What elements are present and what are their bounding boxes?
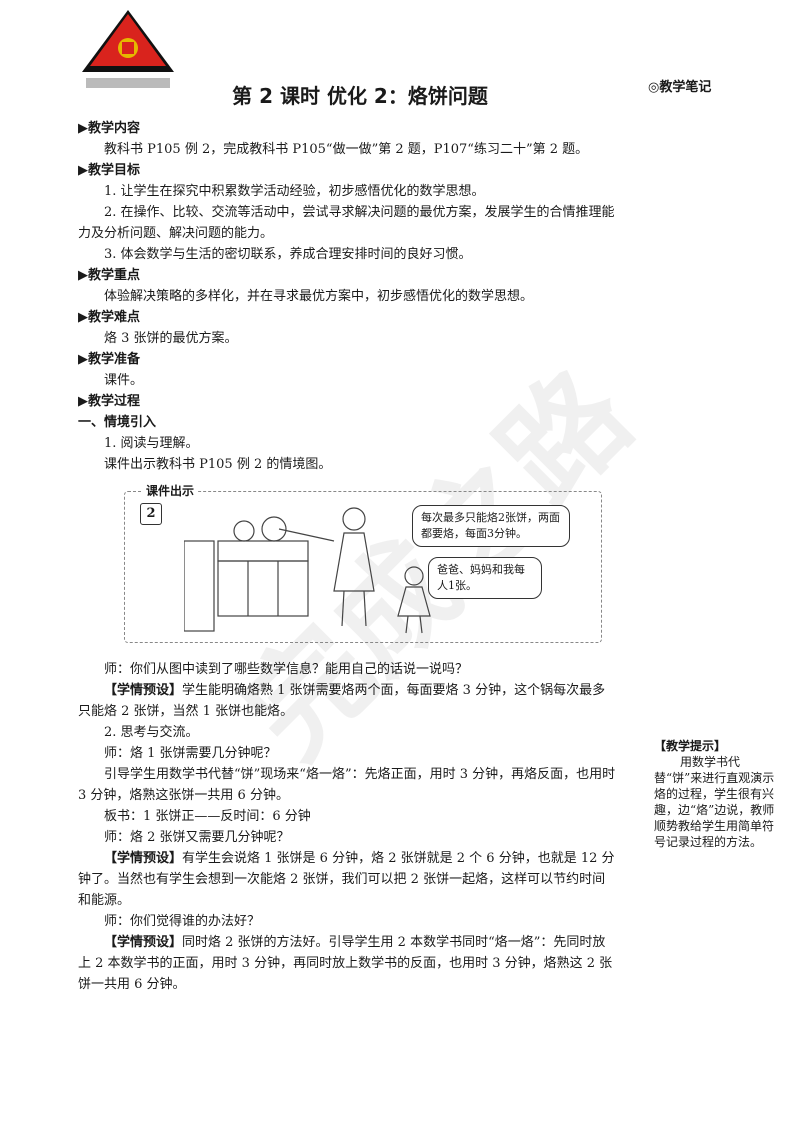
step-1-text: 课件出示教科书 P105 例 2 的情境图。 bbox=[104, 457, 332, 472]
goal-3: 3. 体会数学与生活的密切联系，养成合理安排时间的良好习惯。 bbox=[104, 247, 472, 262]
question-1: 师：你们从图中读到了哪些数学信息？能用自己的话说一说吗？ bbox=[104, 662, 469, 677]
preset-label: 【学情预设】 bbox=[104, 851, 183, 866]
guide-1: 引导学生用数学书代替“饼”现场来“烙一烙”：先烙正面，用时 3 分钟，再烙反面，… bbox=[78, 767, 616, 803]
illustration-frame bbox=[124, 491, 602, 643]
goal-2: 2. 在操作、比较、交流等活动中，尝试寻求解决问题的最优方案，发展学生的合情推理… bbox=[78, 205, 615, 241]
part-1-heading: 一、情境引入 bbox=[78, 415, 157, 430]
kitchen-drawing bbox=[184, 507, 431, 634]
lesson-body: ▶教学内容 教科书 P105 例 2，完成教科书 P105“做一做”第 2 题，… bbox=[78, 118, 618, 995]
question-3: 师：烙 2 张饼又需要几分钟呢？ bbox=[104, 830, 290, 845]
section-content-heading: ▶教学内容 bbox=[78, 121, 140, 136]
courseware-tag: 课件出示 bbox=[142, 481, 199, 502]
preset-1-text: 学生能明确烙熟 1 张饼需要烙两个面，每面要烙 3 分钟，这个锅每次最多只能烙 … bbox=[78, 683, 606, 719]
question-4: 师：你们觉得谁的办法好？ bbox=[104, 914, 261, 929]
publisher-logo bbox=[82, 10, 174, 88]
preset-3-text: 同时烙 2 张饼的方法好。引导学生用 2 本数学书同时“烙一烙”：先同时放上 2… bbox=[78, 935, 613, 992]
section-difficulty-heading: ▶教学难点 bbox=[78, 310, 140, 325]
mother-speech-bubble: 每次最多只能烙2张饼，两面都要烙，每面3分钟。 bbox=[412, 505, 570, 547]
step-2: 2. 思考与交流。 bbox=[104, 725, 199, 740]
goal-1: 1. 让学生在探究中积累数学活动经验，初步感悟优化的数学思想。 bbox=[104, 184, 485, 199]
preset-label: 【学情预设】 bbox=[104, 935, 183, 950]
teaching-hint: 【教学提示】 用数学书代替“饼”来进行直观演示烙的过程，学生很有兴趣，边“烙”边… bbox=[654, 738, 776, 850]
section-prep-text: 课件。 bbox=[104, 373, 144, 388]
hint-text: 用数学书代替“饼”来进行直观演示烙的过程，学生很有兴趣，边“烙”边说，教师顺势教… bbox=[654, 755, 775, 849]
preset-label: 【学情预设】 bbox=[104, 683, 183, 698]
section-prep-heading: ▶教学准备 bbox=[78, 352, 140, 367]
question-2: 师：烙 1 张饼需要几分钟呢？ bbox=[104, 746, 277, 761]
preset-2-text: 有学生会说烙 1 张饼是 6 分钟，烙 2 张饼就是 2 个 6 分钟，也就是 … bbox=[78, 851, 615, 908]
section-difficulty-text: 烙 3 张饼的最优方案。 bbox=[104, 331, 238, 346]
preset-2: 【学情预设】有学生会说烙 1 张饼是 6 分钟，烙 2 张饼就是 2 个 6 分… bbox=[78, 848, 618, 911]
preset-1: 【学情预设】学生能明确烙熟 1 张饼需要烙两个面，每面要烙 3 分钟，这个锅每次… bbox=[78, 680, 618, 722]
board-note: 板书：1 张饼正——反时间：6 分钟 bbox=[104, 809, 311, 824]
section-key-heading: ▶教学重点 bbox=[78, 268, 140, 283]
hint-title: 【教学提示】 bbox=[654, 739, 727, 753]
section-content-text: 教科书 P105 例 2，完成教科书 P105“做一做”第 2 题，P107“练… bbox=[104, 142, 589, 157]
section-goals-heading: ▶教学目标 bbox=[78, 163, 140, 178]
section-process-heading: ▶教学过程 bbox=[78, 394, 140, 409]
section-key-text: 体验解决策略的多样化，并在寻求最优方案中，初步感悟优化的数学思想。 bbox=[104, 289, 534, 304]
page-title: 第 2 课时 优化 2：烙饼问题 bbox=[232, 84, 488, 108]
teaching-notes-label: ◎教学笔记 bbox=[648, 80, 712, 95]
preset-3: 【学情预设】同时烙 2 张饼的方法好。引导学生用 2 本数学书同时“烙一烙”：先… bbox=[78, 932, 618, 995]
step-1: 1. 阅读与理解。 bbox=[104, 436, 199, 451]
example-number: 2 bbox=[140, 503, 162, 525]
scene-illustration: 课件出示 2 每次最多只能烙2张饼，两面都要烙， bbox=[104, 481, 618, 651]
girl-speech-bubble: 爸爸、妈妈和我每人1张。 bbox=[428, 557, 542, 599]
